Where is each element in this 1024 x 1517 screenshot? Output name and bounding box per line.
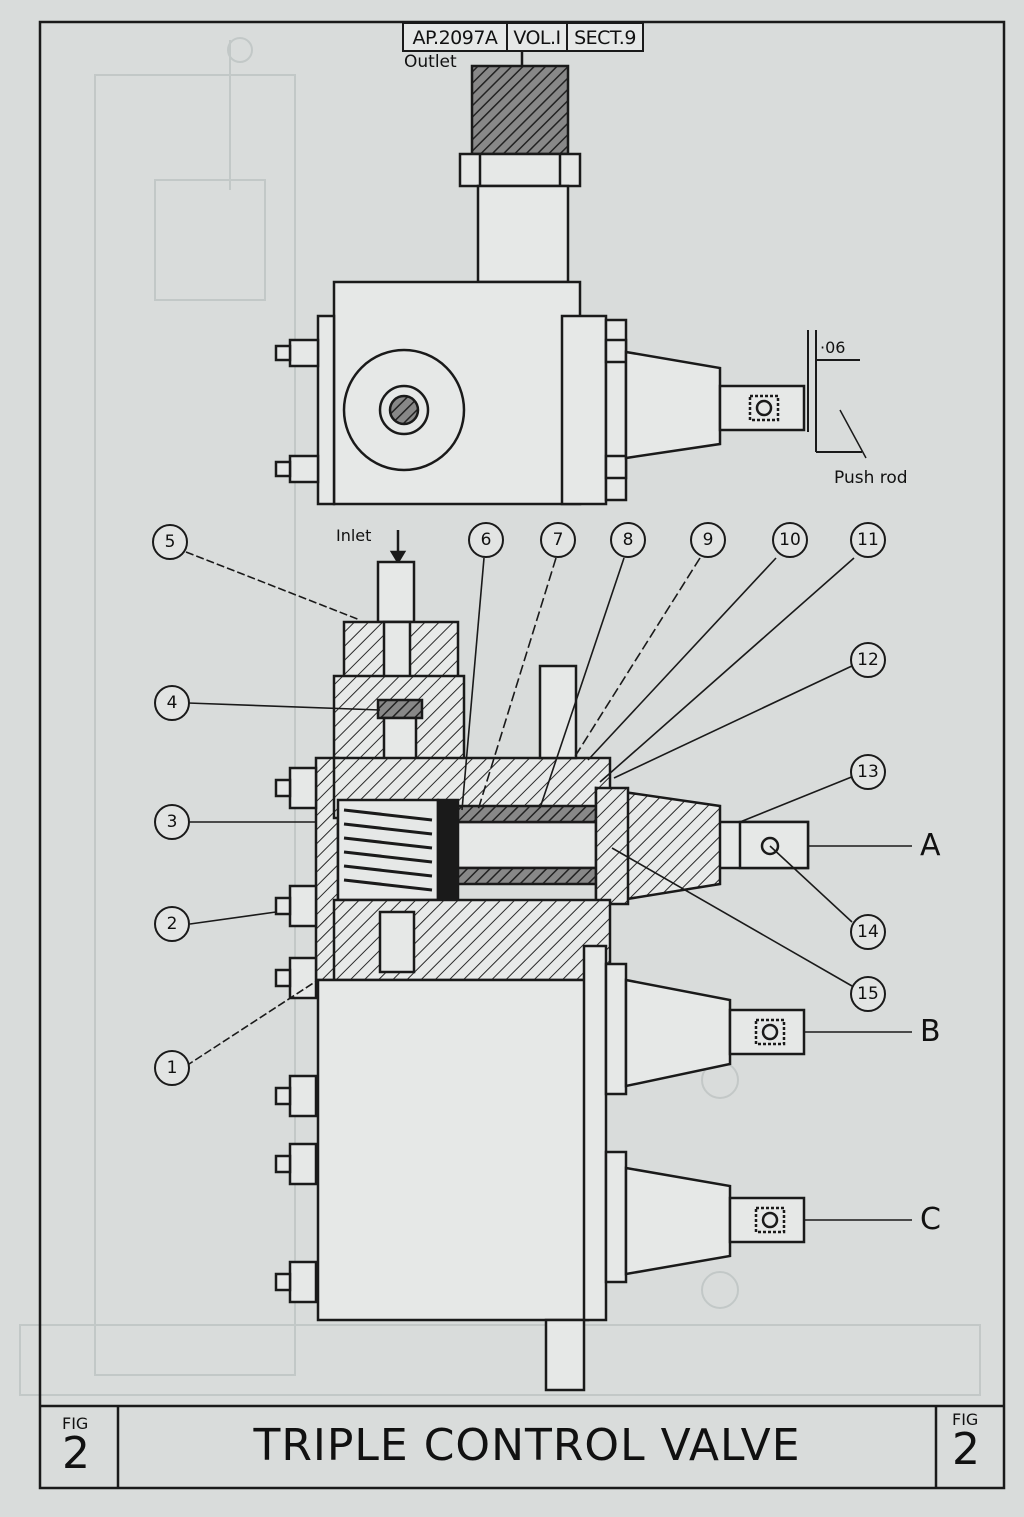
section-view [274,530,810,1392]
callout-11: 11 [850,522,886,558]
top-view [274,52,867,506]
callout-15: 15 [850,976,886,1012]
callout-8: 8 [610,522,646,558]
port-c-label: C [920,1202,941,1237]
dimension-label: ·06 [820,338,846,357]
callout-7: 7 [540,522,576,558]
callout-12: 12 [850,642,886,678]
callout-1: 1 [154,1050,190,1086]
push-rod-label: Push rod [834,468,908,488]
publication-ref: AP.2097A [402,22,508,52]
inlet-label: Inlet [336,526,372,545]
outlet-label: Outlet [404,52,457,72]
callout-6: 6 [468,522,504,558]
callout-13: 13 [850,754,886,790]
fig-number-left: 2 [62,1428,90,1479]
callout-3: 3 [154,804,190,840]
volume-ref: VOL.I [506,22,568,52]
section-ref: SECT.9 [566,22,644,52]
leader-lines [185,551,912,1221]
callout-9: 9 [690,522,726,558]
callout-2: 2 [154,906,190,942]
callout-14: 14 [850,914,886,950]
port-a-label: A [920,828,941,863]
title-block-frame [40,1404,1004,1488]
callout-4: 4 [154,685,190,721]
fig-caption-left: FIG [62,1414,89,1433]
fig-caption-right: FIG [952,1410,979,1429]
callout-5: 5 [152,524,188,560]
fig-number-right: 2 [952,1424,980,1475]
drawing-title: TRIPLE CONTROL VALVE [253,1420,801,1471]
callout-10: 10 [772,522,808,558]
port-b-label: B [920,1014,941,1049]
